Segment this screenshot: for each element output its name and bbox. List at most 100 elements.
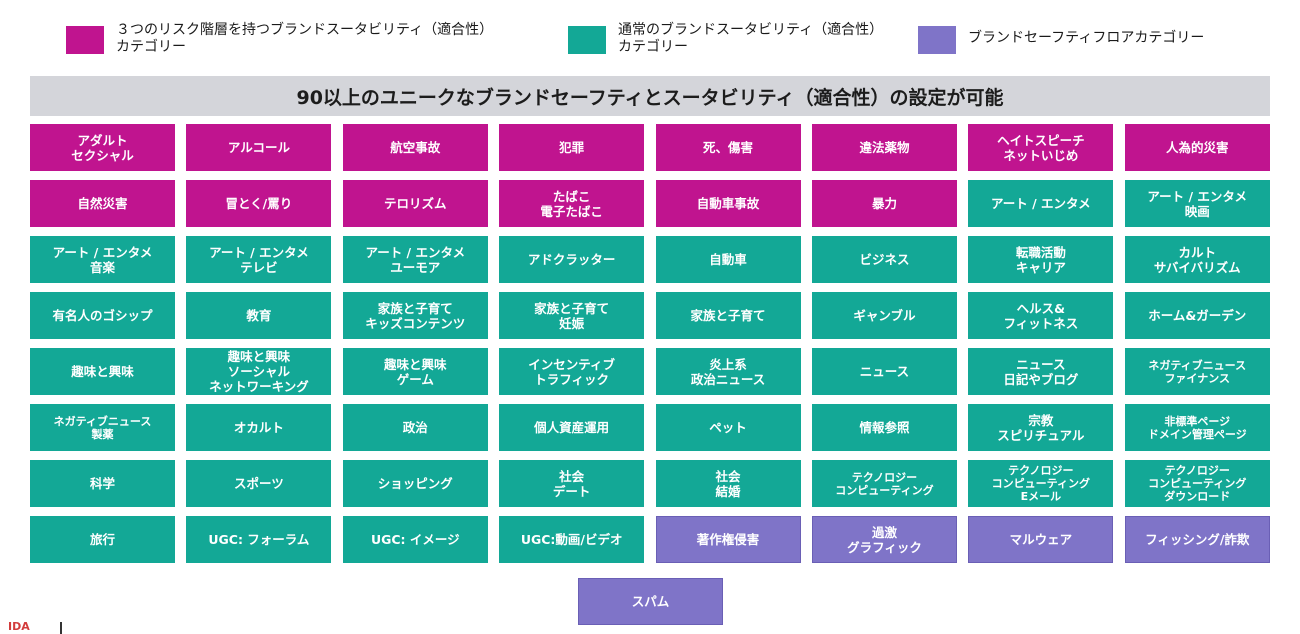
category-tile-label: ネガティブニュース ファイナンス bbox=[1148, 358, 1247, 385]
category-tile-label: 非標準ページ ドメイン管理ページ bbox=[1147, 414, 1247, 441]
category-tile: アート / エンタメ ユーモア bbox=[342, 236, 488, 283]
category-tile: テクノロジー コンピューティング bbox=[811, 460, 957, 507]
category-tile: UGC: イメージ bbox=[342, 516, 488, 563]
category-tile: アルコール bbox=[186, 124, 332, 171]
category-tile: ヘイトスピーチ ネットいじめ bbox=[968, 124, 1114, 171]
category-tile-label: アドクラッター bbox=[527, 252, 616, 267]
category-tile-label: ヘイトスピーチ ネットいじめ bbox=[997, 132, 1085, 163]
category-tile: 趣味と興味 bbox=[30, 348, 175, 395]
category-tile: スポーツ bbox=[186, 460, 332, 507]
category-tile: 航空事故 bbox=[342, 124, 488, 171]
category-tile-label: ショッピング bbox=[377, 476, 453, 491]
category-tile-label: アート / エンタメ テレビ bbox=[209, 244, 309, 275]
category-tile: 教育 bbox=[186, 292, 332, 339]
category-tile-label: 冒とく/罵り bbox=[225, 196, 293, 211]
category-tile-label: 科学 bbox=[89, 476, 115, 491]
category-tile-label: スポーツ bbox=[234, 476, 284, 491]
category-tile: 情報参照 bbox=[811, 404, 957, 451]
category-tile: ショッピング bbox=[342, 460, 488, 507]
settings-banner: 90以上のユニークなブランドセーフティとスータビリティ（適合性）の設定が可能 bbox=[30, 76, 1270, 116]
legend-swatch-normal bbox=[568, 26, 606, 54]
category-tile-label: テクノロジー コンピューティング Eメール bbox=[991, 464, 1091, 503]
category-tile: 非標準ページ ドメイン管理ページ bbox=[1124, 404, 1270, 451]
category-tile: ビジネス bbox=[811, 236, 957, 283]
category-tile: 科学 bbox=[30, 460, 175, 507]
category-tile: テクノロジー コンピューティング ダウンロード bbox=[1124, 460, 1270, 507]
category-tile: ネガティブニュース ファイナンス bbox=[1124, 348, 1270, 395]
category-tile: マルウェア bbox=[968, 516, 1114, 563]
category-tile: ギャンブル bbox=[811, 292, 957, 339]
category-grid: アダルト セクシャル アルコール 航空事故 犯罪 死、傷害 違法薬物 ヘイトスピーチ ネット… bbox=[30, 124, 1270, 563]
category-tile: 自動車 bbox=[655, 236, 801, 283]
category-tile: インセンティブ トラフィック bbox=[499, 348, 645, 395]
category-tile: テクノロジー コンピューティング Eメール bbox=[968, 460, 1114, 507]
category-tile-label: ヘルス& フィットネス bbox=[1003, 300, 1079, 331]
category-tile: 冒とく/罵り bbox=[186, 180, 332, 227]
category-tile-label: 自然災害 bbox=[77, 196, 128, 211]
category-tile-label: 旅行 bbox=[89, 532, 115, 547]
category-tile-label: アート / エンタメ 音楽 bbox=[52, 244, 153, 275]
category-tile: 過激 グラフィック bbox=[811, 516, 957, 563]
category-tile-label: UGC:動画/ビデオ bbox=[520, 532, 623, 547]
category-tile-spam: スパム bbox=[578, 578, 723, 625]
category-tile-label: インセンティブ トラフィック bbox=[528, 356, 616, 387]
category-tile: 違法薬物 bbox=[811, 124, 957, 171]
category-tile: アート / エンタメ テレビ bbox=[186, 236, 332, 283]
category-tile-label: 教育 bbox=[246, 308, 272, 323]
category-tile: 著作権侵害 bbox=[655, 516, 801, 563]
category-tile-label: 炎上系 政治ニュース bbox=[690, 356, 766, 387]
category-tile: 自動車事故 bbox=[655, 180, 801, 227]
category-tile: フィッシング/詐欺 bbox=[1124, 516, 1270, 563]
category-tile-label: アダルト セクシャル bbox=[71, 132, 134, 163]
category-tile-label: ニュース 日記やブログ bbox=[1003, 356, 1079, 387]
category-tile: オカルト bbox=[186, 404, 332, 451]
category-tile: 有名人のゴシップ bbox=[30, 292, 175, 339]
category-tile-label: 死、傷害 bbox=[703, 140, 754, 155]
category-tile-label: たばこ 電子たばこ bbox=[540, 188, 603, 219]
category-tile-label: 自動車 bbox=[709, 252, 747, 267]
category-tile: 死、傷害 bbox=[655, 124, 801, 171]
category-tile-label: アート / エンタメ bbox=[991, 196, 1091, 211]
category-tile-label: 宗教 スピリチュアル bbox=[997, 412, 1085, 443]
category-tile: 社会 結婚 bbox=[655, 460, 801, 507]
category-tile: ペット bbox=[655, 404, 801, 451]
category-tile: 暴力 bbox=[811, 180, 957, 227]
category-tile: ニュース bbox=[811, 348, 957, 395]
category-tile-label: 家族と子育て キッズコンテンツ bbox=[365, 300, 466, 331]
category-tile: ホーム&ガーデン bbox=[1124, 292, 1270, 339]
category-tile: 宗教 スピリチュアル bbox=[968, 404, 1114, 451]
category-tile-label: 趣味と興味 ゲーム bbox=[384, 356, 447, 387]
category-tile: 旅行 bbox=[30, 516, 175, 563]
category-tile-label: フィッシング/詐欺 bbox=[1145, 532, 1250, 547]
category-tile: アート / エンタメ 音楽 bbox=[30, 236, 175, 283]
category-tile: 家族と子育て キッズコンテンツ bbox=[342, 292, 488, 339]
category-tile: ヘルス& フィットネス bbox=[968, 292, 1114, 339]
category-tile-label: 家族と子育て 妊娠 bbox=[534, 300, 610, 331]
category-tile-label: アルコール bbox=[227, 140, 290, 155]
category-tile: 家族と子育て 妊娠 bbox=[499, 292, 645, 339]
category-tile-label: 趣味と興味 ソーシャル ネットワーキング bbox=[209, 349, 309, 394]
category-tile: 転職活動 キャリア bbox=[968, 236, 1114, 283]
category-tile-label: ペット bbox=[709, 420, 747, 435]
category-tile-label: 家族と子育て bbox=[690, 308, 766, 323]
category-tile-label: ギャンブル bbox=[853, 308, 916, 323]
category-tile-label: 政治 bbox=[402, 420, 428, 435]
category-tile-label: 犯罪 bbox=[559, 140, 585, 155]
category-tile: 個人資産運用 bbox=[499, 404, 645, 451]
category-tile: 趣味と興味 ソーシャル ネットワーキング bbox=[186, 348, 332, 395]
category-tile: アート / エンタメ 映画 bbox=[1124, 180, 1270, 227]
category-tile-label: テクノロジー コンピューティング bbox=[835, 470, 934, 497]
category-tile: たばこ 電子たばこ bbox=[499, 180, 645, 227]
category-tile-label: 情報参照 bbox=[859, 420, 910, 435]
category-tile: ニュース 日記やブログ bbox=[968, 348, 1114, 395]
category-tile-label: 社会 結婚 bbox=[715, 468, 741, 499]
legend-label-floor: ブランドセーフティフロアカテゴリー bbox=[968, 30, 1205, 46]
category-tile-label: 暴力 bbox=[871, 196, 897, 211]
category-tile-label: テクノロジー コンピューティング ダウンロード bbox=[1148, 464, 1247, 503]
category-tile-label: カルト サバイバリズム bbox=[1153, 244, 1241, 275]
category-tile: UGC: フォーラム bbox=[186, 516, 332, 563]
legend-swatch-risk bbox=[66, 26, 104, 54]
legend-item-normal: 通常のブランドスータビリティ（適合性） カテゴリー bbox=[568, 22, 918, 56]
category-tile-label: UGC: フォーラム bbox=[208, 532, 310, 547]
category-tile-label: 航空事故 bbox=[390, 140, 441, 155]
